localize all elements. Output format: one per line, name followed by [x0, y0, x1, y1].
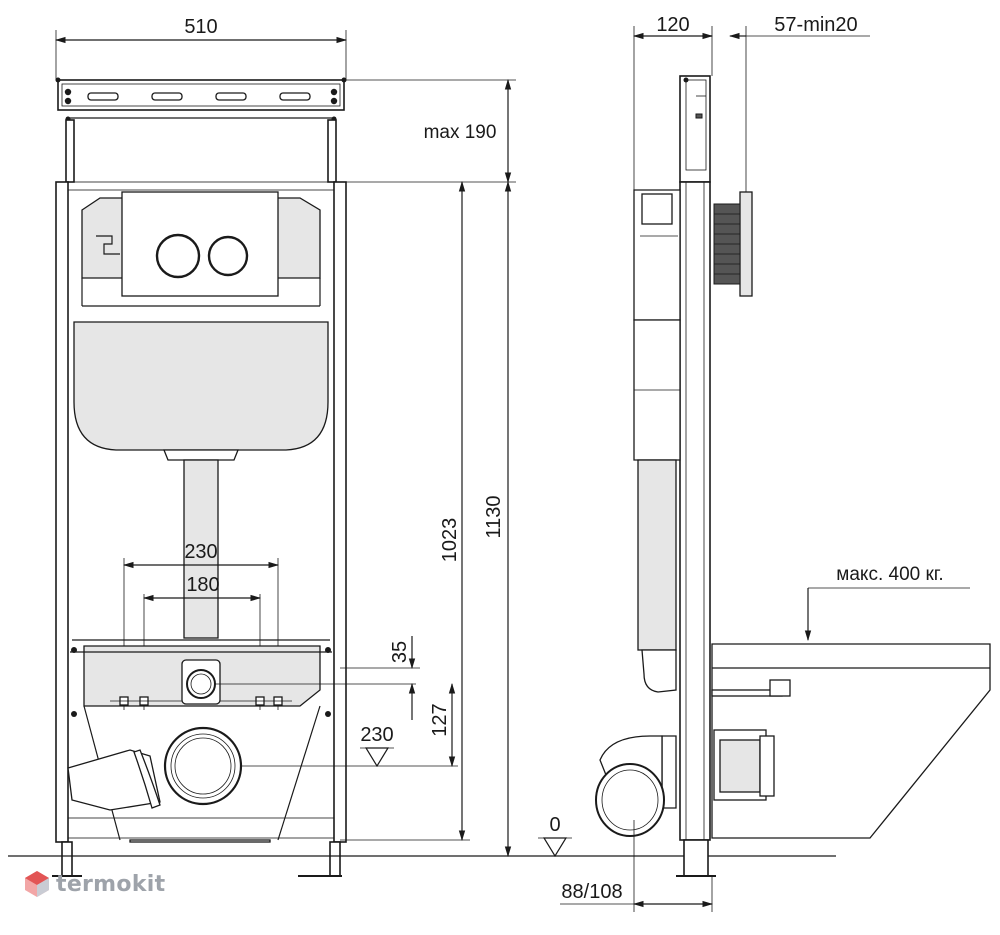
dim-height-total: 1130 [483, 495, 505, 538]
brand-watermark: termokit [24, 870, 165, 898]
dim-bolt-inner: 180 [186, 574, 219, 596]
dim-height-inner: 1023 [439, 518, 461, 563]
dim-frame-depth: 120 [656, 14, 689, 36]
drain-pipe-front [163, 726, 243, 806]
dim-drain-diameter: 88/108 [561, 881, 622, 903]
dim-total-width: 510 [184, 16, 217, 38]
front-view [52, 77, 347, 877]
dim-drain-height: 230 [360, 724, 393, 746]
flush-button-small [207, 235, 249, 277]
hexagon-logo-icon [25, 871, 49, 897]
dim-wall-offset: 57-min20 [774, 14, 857, 36]
dim-supply-height: 127 [429, 703, 451, 736]
dim-floor-level: 0 [549, 814, 560, 836]
dim-max-extension: max 190 [424, 122, 497, 143]
dim-drain-offset: 35 [389, 641, 411, 663]
flush-button-large [155, 233, 201, 279]
dim-bolt-outer: 230 [184, 541, 217, 563]
side-view [595, 75, 991, 877]
max-load-label: макс. 400 кг. [836, 564, 943, 585]
brand-name: termokit [56, 871, 166, 897]
